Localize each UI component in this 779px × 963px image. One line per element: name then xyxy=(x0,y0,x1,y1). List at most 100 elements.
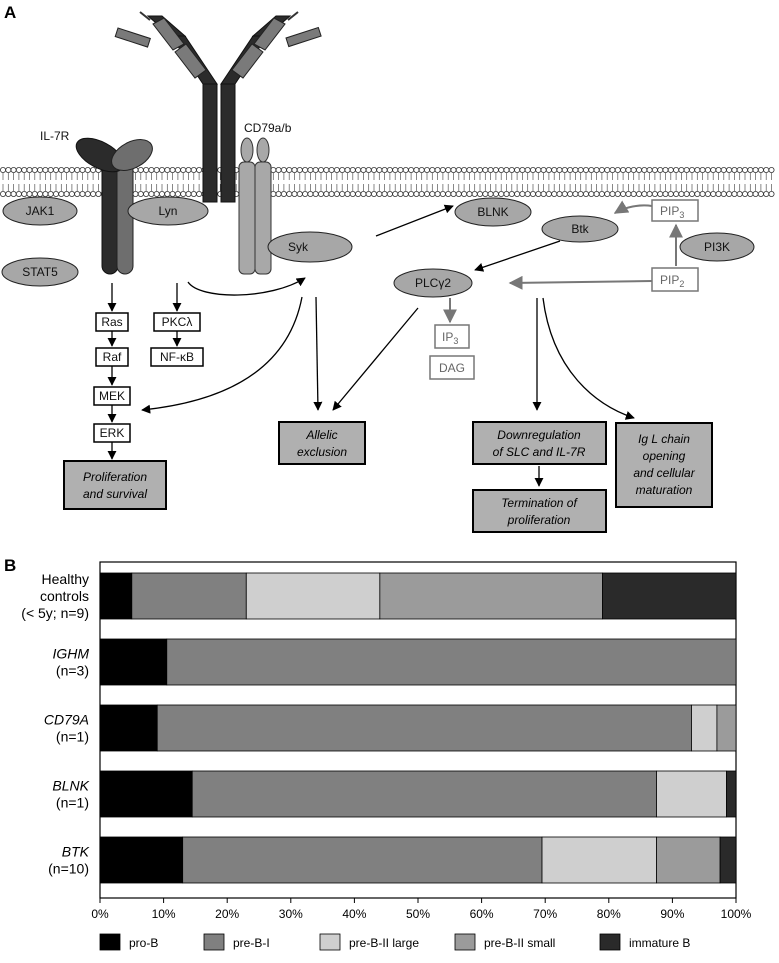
legend-label-3: pre-B-II large xyxy=(349,936,419,950)
syk-node xyxy=(267,231,353,263)
category-label-4-1: BLNK xyxy=(52,778,89,794)
bar-segment-5-5 xyxy=(719,836,737,884)
pre-bcr-receptor xyxy=(114,11,322,203)
allelic-line-2: exclusion xyxy=(297,445,347,459)
x-tick-label-1: 0% xyxy=(91,907,109,921)
nfkb-box xyxy=(150,347,204,367)
bar-segment-5-1 xyxy=(99,836,184,884)
legend: pro-B pre-B-I pre-B-II large pre-B-II small… xyxy=(99,933,690,951)
lyn-node xyxy=(127,196,209,226)
raf-label: Raf xyxy=(103,350,122,364)
legend-swatch-4 xyxy=(454,933,476,951)
pi3k-label: PI3K xyxy=(704,240,730,254)
bar-segment-1-2 xyxy=(131,572,247,620)
proliferation-line-1: Proliferation xyxy=(83,470,147,484)
dag-box xyxy=(429,355,475,380)
nfkb-label: NF-κB xyxy=(160,350,194,364)
category-label-1-2: controls xyxy=(40,588,89,604)
termination-line-2: proliferation xyxy=(507,513,571,527)
category-label-5-2: (n=10) xyxy=(48,861,89,877)
pi3k-node xyxy=(679,232,755,262)
igl-line-2: opening xyxy=(643,449,686,463)
ip3-label: IP3 xyxy=(442,330,458,346)
bar-segment-1-1 xyxy=(99,572,133,620)
allelic-exclusion-box xyxy=(278,421,366,465)
erk-label: ERK xyxy=(100,426,125,440)
x-tick-label-10: 90% xyxy=(660,907,684,921)
ip3-box xyxy=(434,324,470,349)
blnk-node xyxy=(454,197,532,227)
category-label-4-2: (n=1) xyxy=(56,795,89,811)
bar-segment-5-3 xyxy=(541,836,657,884)
downregulation-box xyxy=(472,421,607,465)
stat5-label: STAT5 xyxy=(22,265,58,279)
termination-box xyxy=(472,489,607,533)
allelic-line-1: Allelic xyxy=(305,428,337,442)
legend-label-4: pre-B-II small xyxy=(484,936,555,950)
pip3-label: PIP3 xyxy=(660,204,684,220)
cd79ab-label: CD79a/b xyxy=(244,121,292,135)
category-label-2-1: IGHM xyxy=(52,646,89,662)
panel-a-label: A xyxy=(4,3,16,22)
legend-swatch-5 xyxy=(599,933,621,951)
stat5-node xyxy=(1,257,79,287)
x-tick-label-4: 30% xyxy=(279,907,303,921)
legend-swatch-3 xyxy=(319,933,341,951)
bar-segment-1-5 xyxy=(602,572,737,620)
x-tick-label-11: 100% xyxy=(721,907,752,921)
legend-label-2: pre-B-I xyxy=(233,936,270,950)
bar-segment-3-3 xyxy=(691,704,718,752)
bar-segment-3-1 xyxy=(99,704,158,752)
btk-label: Btk xyxy=(571,222,589,236)
igl-line-4: maturation xyxy=(636,483,693,497)
category-label-1-1: Healthy xyxy=(42,571,89,587)
bar-segment-5-2 xyxy=(182,836,543,884)
x-tick-label-7: 60% xyxy=(470,907,494,921)
bar-segment-1-4 xyxy=(379,572,603,620)
x-tick-label-8: 70% xyxy=(533,907,557,921)
legend-label-1: pro-B xyxy=(129,936,158,950)
category-label-1-3: (< 5y; n=9) xyxy=(21,605,89,621)
proliferation-line-2: and survival xyxy=(83,487,147,501)
bar-segment-4-3 xyxy=(656,770,727,818)
igl-line-1: Ig L chain xyxy=(638,432,690,446)
category-label-3-2: (n=1) xyxy=(56,729,89,745)
igl-line-3: and cellular xyxy=(633,466,695,480)
x-tick-label-5: 40% xyxy=(342,907,366,921)
stacked-bars xyxy=(99,572,737,884)
downreg-line-2: of SLC and IL-7R xyxy=(493,445,586,459)
pip3-box xyxy=(651,199,699,222)
pip2-box xyxy=(651,267,699,292)
pip2-label: PIP2 xyxy=(660,273,684,289)
legend-swatch-2 xyxy=(203,933,225,951)
jak1-label: JAK1 xyxy=(26,204,55,218)
legend-swatch-1 xyxy=(99,933,121,951)
cd79ab-receptor xyxy=(238,137,272,275)
bar-segment-5-4 xyxy=(656,836,721,884)
blnk-label: BLNK xyxy=(477,205,508,219)
x-tick-label-3: 20% xyxy=(215,907,239,921)
bar-segment-1-3 xyxy=(245,572,381,620)
bar-segment-2-2 xyxy=(166,638,737,686)
bar-segment-2-1 xyxy=(99,638,168,686)
x-tick-label-2: 10% xyxy=(152,907,176,921)
termination-line-1: Termination of xyxy=(501,496,578,510)
category-label-5-1: BTK xyxy=(62,844,90,860)
lyn-label: Lyn xyxy=(159,204,178,218)
panel-b-label: B xyxy=(4,556,16,575)
jak1-node xyxy=(2,196,78,226)
mek-label: MEK xyxy=(99,389,125,403)
pkc-label: PKCλ xyxy=(162,315,193,329)
x-axis: 0%10%20%30%40%50%60%70%80%90%100% xyxy=(91,898,752,921)
category-label-3-1: CD79A xyxy=(44,712,89,728)
plcg2-node xyxy=(393,268,473,298)
il7r-label: IL-7R xyxy=(40,129,70,143)
bar-segment-3-2 xyxy=(156,704,692,752)
dag-label: DAG xyxy=(439,361,465,375)
bar-segment-4-5 xyxy=(726,770,737,818)
btk-node xyxy=(541,215,619,243)
category-label-2-2: (n=3) xyxy=(56,663,89,679)
